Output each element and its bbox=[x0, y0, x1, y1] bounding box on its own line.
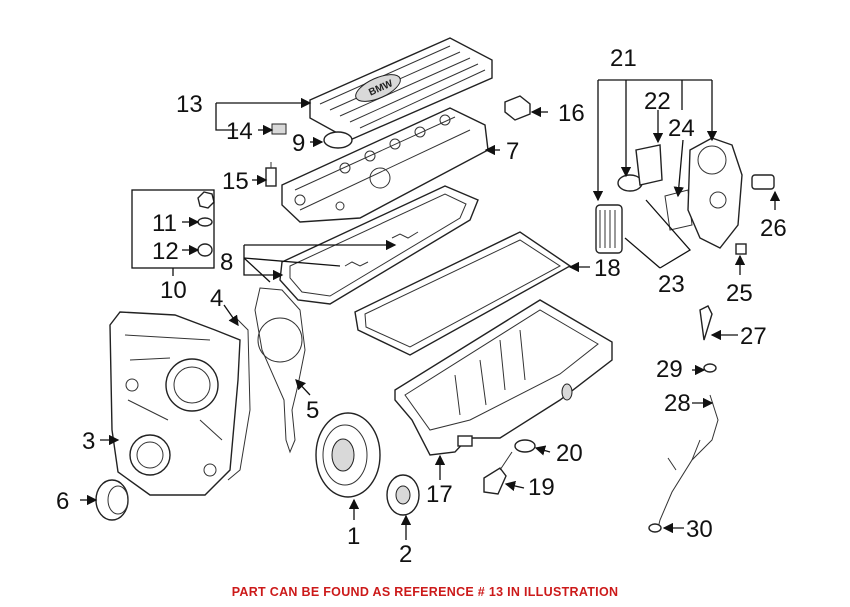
callout-30: 30 bbox=[686, 516, 713, 543]
callout-1: 1 bbox=[347, 523, 360, 550]
callout-2: 2 bbox=[399, 541, 412, 568]
o-ring-small-part bbox=[703, 363, 717, 373]
oil-pan-gasket-part bbox=[354, 231, 572, 356]
callout-26: 26 bbox=[760, 215, 787, 242]
callout-11: 11 bbox=[152, 210, 177, 237]
sensor-plug-part bbox=[265, 162, 277, 187]
callout-24: 24 bbox=[668, 115, 695, 142]
callout-12: 12 bbox=[152, 238, 179, 265]
filter-cap-part bbox=[635, 144, 663, 186]
callout-20: 20 bbox=[556, 440, 583, 467]
timing-cover-part bbox=[109, 311, 241, 496]
valve-cover-part: BMW bbox=[309, 37, 493, 141]
callout-27: 27 bbox=[740, 323, 767, 350]
oil-pressure-switch-part bbox=[751, 174, 775, 190]
vibration-damper-part bbox=[315, 412, 381, 498]
callout-29: 29 bbox=[656, 356, 683, 383]
callout-8: 8 bbox=[220, 249, 233, 276]
callout-21: 21 bbox=[610, 45, 637, 72]
o-ring-bottom-part bbox=[648, 523, 662, 533]
callout-25: 25 bbox=[726, 280, 753, 307]
callout-13: 13 bbox=[176, 91, 203, 118]
callout-3: 3 bbox=[82, 428, 95, 455]
callout-19: 19 bbox=[528, 474, 555, 501]
callout-28: 28 bbox=[664, 390, 691, 417]
reference-caption: PART CAN BE FOUND AS REFERENCE # 13 IN I… bbox=[231, 585, 619, 599]
callout-18: 18 bbox=[594, 255, 621, 282]
callout-22: 22 bbox=[644, 88, 671, 115]
dipstick-guide-tube-part bbox=[657, 394, 719, 529]
oil-filter-housing-part bbox=[687, 137, 743, 249]
cylinder-head-cover-part bbox=[281, 107, 489, 223]
callout-14: 14 bbox=[226, 118, 253, 145]
nut-part bbox=[197, 191, 215, 209]
callout-15: 15 bbox=[222, 168, 249, 195]
callout-23: 23 bbox=[658, 271, 685, 298]
filter-o-ring-part bbox=[617, 174, 643, 192]
callout-5: 5 bbox=[306, 397, 319, 424]
callout-7: 7 bbox=[506, 138, 519, 165]
hub-part bbox=[386, 474, 420, 516]
callout-6: 6 bbox=[56, 488, 69, 515]
washer-part bbox=[197, 217, 213, 227]
timing-cover-gasket-part bbox=[227, 317, 251, 481]
oil-filter-element-part bbox=[595, 204, 623, 254]
callout-10: 10 bbox=[160, 277, 187, 304]
cap-nut-part bbox=[197, 243, 213, 257]
callout-labels: 13 14 9 15 16 7 11 12 10 8 18 4 5 3 6 1 … bbox=[56, 45, 787, 568]
seal-part bbox=[514, 439, 536, 453]
callout-17: 17 bbox=[426, 481, 453, 508]
leader-lines bbox=[80, 79, 781, 540]
bolt-part bbox=[735, 243, 747, 255]
callout-4: 4 bbox=[210, 285, 223, 312]
callout-9: 9 bbox=[292, 130, 305, 157]
oil-level-sensor-part bbox=[483, 451, 513, 495]
seal-ring-part bbox=[323, 131, 353, 149]
front-seal-part bbox=[95, 479, 129, 521]
oil-filler-cap-part bbox=[504, 95, 531, 121]
gasket-part bbox=[254, 287, 306, 454]
oil-pan-part bbox=[394, 299, 613, 456]
clip-part bbox=[271, 123, 287, 135]
dipstick-tube-part bbox=[699, 305, 713, 341]
callout-16: 16 bbox=[558, 100, 585, 127]
